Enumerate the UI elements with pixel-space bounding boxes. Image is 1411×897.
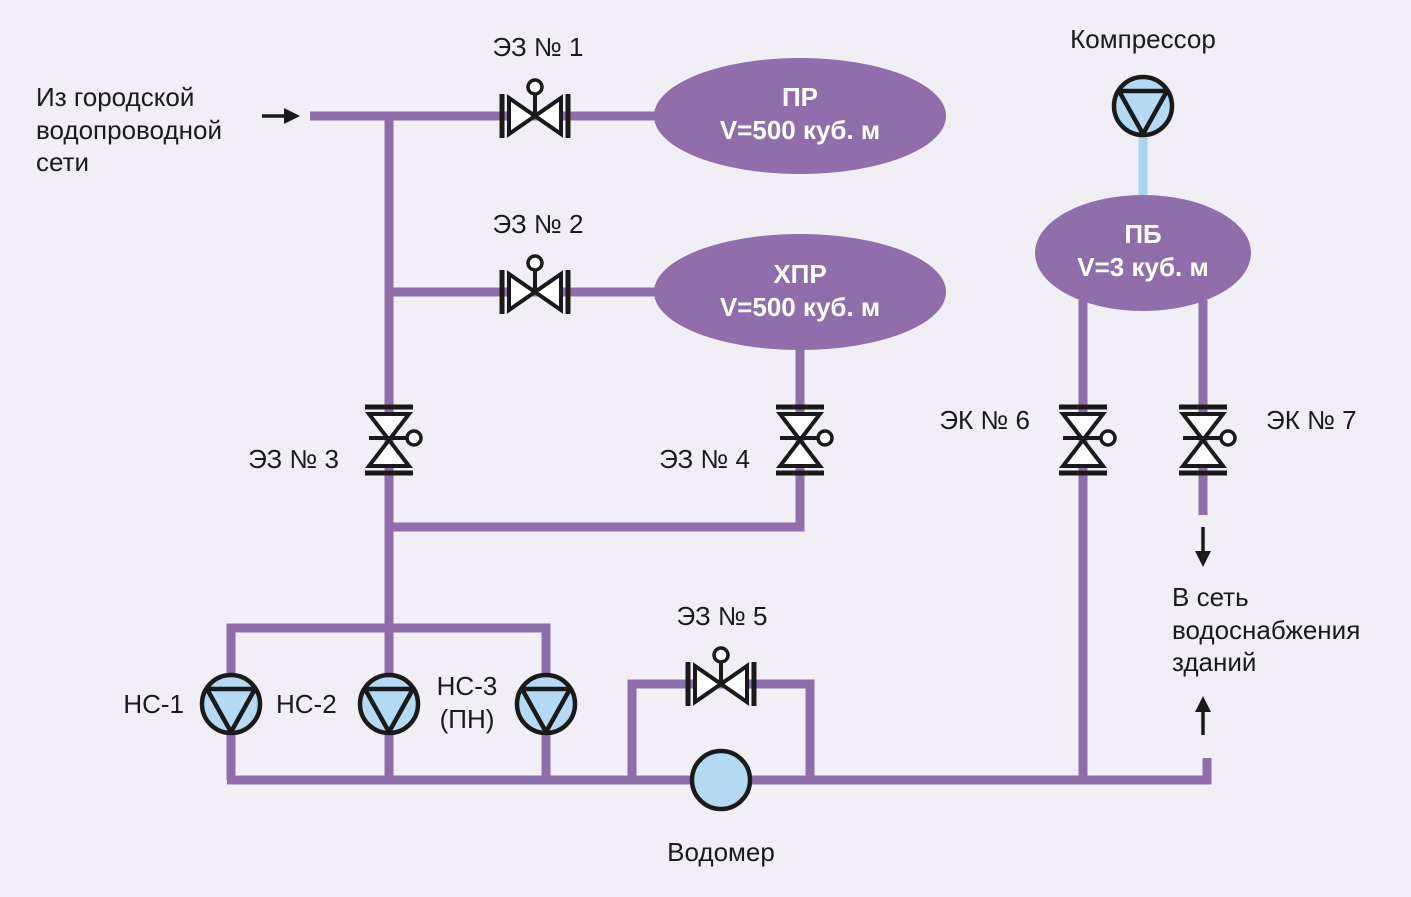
ez2-label: ЭЗ № 2: [493, 209, 584, 239]
tank-pb: ПБ V=3 куб. м: [1035, 195, 1251, 311]
outlet-arrow-down: [1195, 527, 1211, 567]
tank-pr: ПР V=500 куб. м: [654, 58, 946, 174]
svg-text:В сеть: В сеть: [1172, 582, 1249, 612]
valve-ez4-icon: [776, 407, 832, 473]
svg-text:ПР: ПР: [782, 82, 818, 112]
pump3-label: НС-3 (ПН): [437, 671, 498, 734]
ek7-label: ЭК № 7: [1266, 405, 1357, 435]
pump-ns1-icon: [202, 675, 260, 733]
svg-text:V=500 куб. м: V=500 куб. м: [720, 292, 880, 322]
svg-text:водоснабжения: водоснабжения: [1172, 615, 1360, 645]
svg-text:сети: сети: [36, 147, 89, 177]
tank-hpr: ХПР V=500 куб. м: [654, 234, 946, 350]
ek6-label: ЭК № 6: [939, 405, 1030, 435]
pump-ns3-icon: [517, 675, 575, 733]
outlet-arrow-up: [1195, 696, 1211, 735]
compressor-icon: [1114, 77, 1172, 135]
valve-ez2-icon: [502, 256, 568, 314]
inlet-label: Из городской водопроводной сети: [36, 82, 222, 177]
valve-ez5-icon: [688, 648, 754, 706]
valve-ek6-icon: [1059, 407, 1115, 473]
outlet-label: В сеть водоснабжения зданий: [1172, 582, 1360, 677]
ez5-label: ЭЗ № 5: [677, 601, 768, 631]
svg-text:ХПР: ХПР: [773, 259, 826, 289]
valve-ek7-icon: [1179, 407, 1235, 473]
compressor-label: Компрессор: [1070, 24, 1216, 54]
pump1-label: НС-1: [123, 689, 184, 719]
svg-text:ПБ: ПБ: [1124, 219, 1161, 249]
water-meter-icon: [689, 748, 753, 812]
meter-label: Водомер: [667, 837, 775, 867]
pump2-label: НС-2: [276, 689, 337, 719]
svg-text:Из городской: Из городской: [36, 82, 194, 112]
pump-ns2-icon: [360, 675, 418, 733]
svg-text:(ПН): (ПН): [440, 704, 495, 734]
inlet-arrow: [262, 108, 300, 124]
ez3-label: ЭЗ № 3: [248, 444, 339, 474]
ez1-label: ЭЗ № 1: [493, 32, 584, 62]
svg-text:водопроводной: водопроводной: [36, 115, 222, 145]
svg-text:V=3 куб. м: V=3 куб. м: [1077, 252, 1208, 282]
valve-ez1-icon: [502, 80, 568, 138]
ez4-label: ЭЗ № 4: [659, 444, 750, 474]
svg-text:V=500 куб. м: V=500 куб. м: [720, 115, 880, 145]
svg-text:зданий: зданий: [1172, 647, 1256, 677]
valve-ez3-icon: [365, 407, 421, 473]
svg-text:НС-3: НС-3: [437, 671, 498, 701]
